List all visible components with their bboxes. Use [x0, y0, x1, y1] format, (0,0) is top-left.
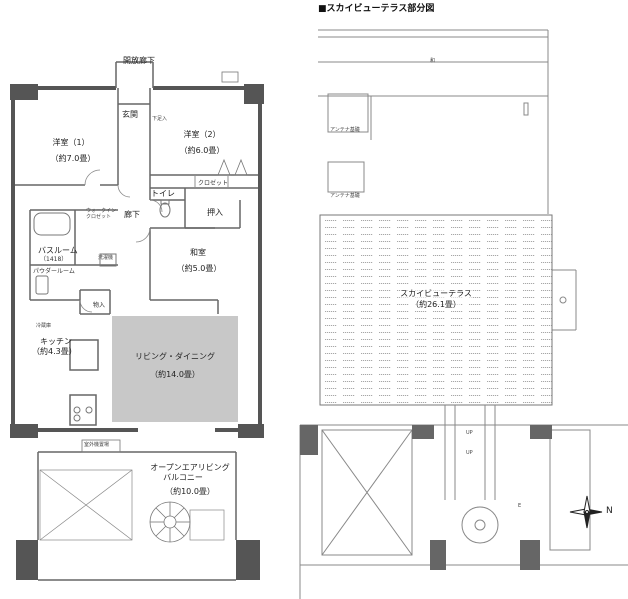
living-area-fill: [112, 316, 238, 422]
entrance-label: 玄関: [122, 110, 138, 119]
shoe-cabinet-note: 下足入: [152, 116, 168, 122]
mark-e: E: [518, 503, 522, 509]
powder-room-label: パウダールーム: [33, 268, 75, 275]
sky-terrace-name: スカイビューテラス: [400, 289, 472, 299]
corner-columns: [10, 84, 264, 580]
terrace-lower: [299, 405, 628, 599]
terrace-deck: [319, 214, 553, 406]
living-size: （約14.0畳）: [150, 370, 200, 379]
bath-name: バスルーム: [38, 246, 78, 255]
door-swings: [79, 169, 163, 313]
western-room-1-size: （約7.0畳）: [50, 154, 96, 163]
bath-size: （1418）: [40, 256, 68, 263]
western-room-1-name: 洋室（1）: [52, 138, 90, 147]
kitchen-size: （約4.3畳）: [32, 347, 77, 356]
outdoor-unit-box: [81, 439, 121, 453]
terrace-columns: [300, 425, 552, 570]
balcony-size: （約10.0畳）: [165, 487, 215, 496]
storage-label: 物入: [93, 302, 106, 309]
closet-shelves: [194, 158, 248, 187]
mark-up-2: UP: [466, 450, 473, 456]
walkin-closet-label: ウォークイン クロゼット: [86, 208, 117, 220]
western-room-2-size: （約6.0畳）: [179, 146, 225, 155]
terrace-outline: [318, 29, 577, 331]
sky-terrace-size: （約26.1畳）: [411, 300, 461, 310]
outdoor-unit-note: 室外機置場: [84, 442, 110, 448]
balcony-sub: バルコニー: [163, 473, 203, 482]
compass-rose: [569, 495, 603, 529]
spiral-stair: [149, 501, 191, 543]
meter-box: [221, 71, 239, 83]
western-room-2-name: 洋室（2）: [183, 130, 221, 139]
closet-label: クロゼット: [198, 180, 229, 187]
oshiire-label: 押入: [207, 208, 223, 217]
compass-north-label: N: [606, 506, 613, 516]
kitchen-name: キッチン: [40, 337, 72, 346]
fridge-note: 冷蔵庫: [36, 323, 52, 329]
toilet-label: トイレ: [151, 189, 175, 198]
fixtures: [33, 199, 171, 422]
washer-note: 洗濯機: [98, 255, 114, 261]
antenna-base-note-1: アンテナ基礎: [330, 127, 360, 133]
corridor-label: 開放廊下: [123, 56, 155, 65]
page-title: ■スカイビューテラス部分図: [318, 4, 435, 14]
hall-label: 廊下: [124, 210, 140, 219]
mark-wa: 和: [430, 58, 436, 64]
living-name: リビング・ダイニング: [135, 352, 215, 361]
japanese-room-size: （約5.0畳）: [176, 264, 222, 273]
antenna-base-note-2: アンテナ基礎: [330, 193, 360, 199]
japanese-room-name: 和室: [190, 248, 206, 257]
mark-up-1: UP: [466, 430, 473, 436]
balcony-hatch-area: [39, 469, 225, 541]
balcony-name: オープンエアリビング: [150, 463, 230, 472]
